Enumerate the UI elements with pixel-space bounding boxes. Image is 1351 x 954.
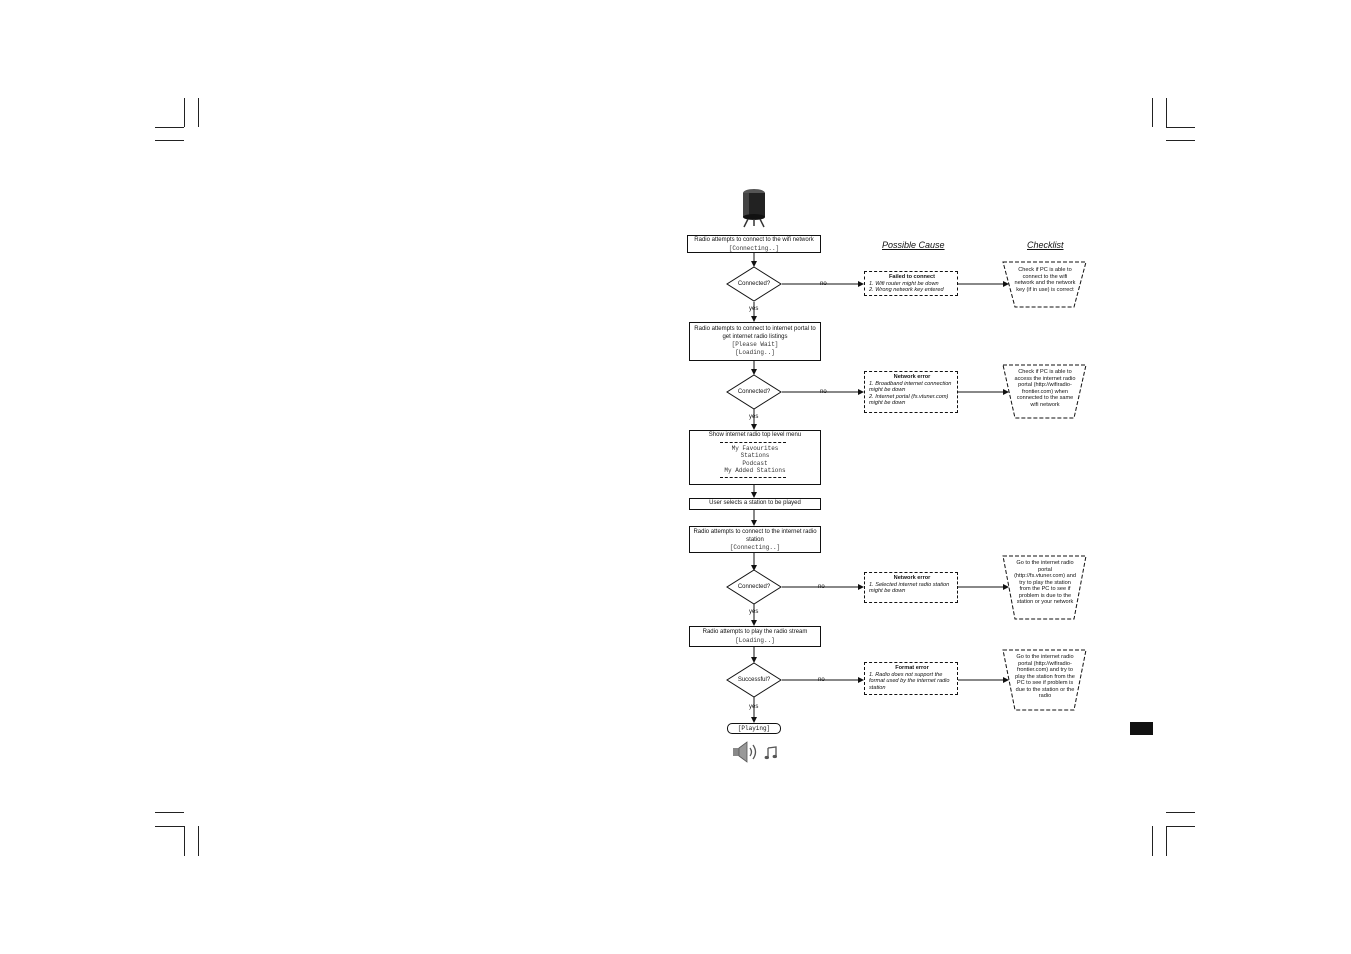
crop-mark xyxy=(155,812,184,813)
menu-divider xyxy=(720,441,786,443)
cause-title: Network error xyxy=(893,575,931,581)
speaker-icon xyxy=(733,741,757,763)
crop-mark xyxy=(198,826,199,856)
menu-item: My Favourites xyxy=(731,444,779,452)
step-connect-station: Radio attempts to connect to the interne… xyxy=(689,526,821,553)
decision-label: Connected? xyxy=(737,281,771,287)
cause-line: 2. Wrong network key entered xyxy=(869,287,944,294)
status-text: [Please Wait] xyxy=(731,341,779,349)
yes-label: yes xyxy=(749,609,759,615)
decision-diamond xyxy=(726,662,782,698)
menu-divider xyxy=(720,476,786,478)
step-text: Show internet radio top level menu xyxy=(708,432,802,438)
yes-label: yes xyxy=(749,704,759,710)
checklist-shape xyxy=(1002,261,1087,308)
crop-mark xyxy=(1166,812,1195,813)
decision-label: Connected? xyxy=(737,584,771,590)
no-label: no xyxy=(820,389,827,395)
no-label: no xyxy=(820,281,827,287)
checklist-text: Go to the internet radio portal (http://… xyxy=(1015,654,1075,699)
step-text: Radio attempts to connect to the interne… xyxy=(693,529,817,543)
cause-line: 1. Selected internet radio station might… xyxy=(869,581,950,595)
cause-line: 1. Wifi router might be down xyxy=(869,280,939,287)
cause-line: 2. Internet portal (fs.vtuner.com) might… xyxy=(869,393,949,407)
step-text: Radio attempts to play the radio stream xyxy=(702,629,808,635)
status-text: [Connecting..] xyxy=(728,244,780,252)
decision-label: Connected? xyxy=(737,389,771,395)
checklist-shape xyxy=(1002,555,1087,620)
crop-mark xyxy=(184,826,185,856)
crop-mark xyxy=(1166,826,1195,827)
crop-mark xyxy=(198,98,199,127)
cause-box: Network error 1. Selected internet radio… xyxy=(864,572,958,603)
checklist-shape xyxy=(1002,364,1087,419)
cause-title: Network error xyxy=(893,374,931,380)
crop-mark xyxy=(155,826,184,827)
crop-mark xyxy=(1152,98,1153,127)
page-tab xyxy=(1130,722,1153,735)
cause-box: Format error 1. Radio does not support t… xyxy=(864,662,958,695)
step-connect-portal: Radio attempts to connect to internet po… xyxy=(689,322,821,361)
step-connect-wifi: Radio attempts to connect to the wifi ne… xyxy=(687,235,821,253)
crop-mark xyxy=(1166,826,1167,856)
yes-label: yes xyxy=(749,306,759,312)
yes-label: yes xyxy=(749,414,759,420)
decision-diamond xyxy=(726,374,782,410)
possible-cause-header: Possible Cause xyxy=(882,240,945,250)
crop-mark xyxy=(1166,140,1195,141)
checklist-shape xyxy=(1002,649,1087,711)
menu-item: Podcast xyxy=(742,459,768,467)
crop-mark xyxy=(155,140,184,141)
cause-line: 1. Radio does not support the format use… xyxy=(869,671,950,691)
decision-label: Successful? xyxy=(737,677,771,683)
crop-mark xyxy=(1166,127,1195,128)
no-label: no xyxy=(818,584,825,590)
cause-title: Format error xyxy=(895,665,929,671)
cause-line: 1. Broadband internet connection might b… xyxy=(869,380,952,394)
status-text: [Connecting..] xyxy=(729,544,781,552)
no-label: no xyxy=(818,677,825,683)
cause-box: Network error 1. Broadband internet conn… xyxy=(864,371,958,413)
step-play-stream: Radio attempts to play the radio stream … xyxy=(689,626,821,647)
music-note-icon xyxy=(764,746,777,760)
step-user-selects: User selects a station to be played xyxy=(689,498,821,510)
step-text: User selects a station to be played xyxy=(709,500,801,506)
radio-device-icon xyxy=(743,189,765,228)
decision-diamond xyxy=(726,266,782,302)
checklist-text: Go to the internet radio portal (http://… xyxy=(1014,560,1076,605)
crop-mark xyxy=(1152,826,1153,856)
crop-mark xyxy=(1166,98,1167,127)
playing-terminal: [Playing] xyxy=(727,723,781,734)
step-text: Radio attempts to connect to the wifi ne… xyxy=(694,237,814,243)
crop-mark xyxy=(184,98,185,127)
cause-box: Failed to connect 1. Wifi router might b… xyxy=(864,271,958,296)
decision-diamond xyxy=(726,569,782,605)
checklist-header: Checklist xyxy=(1027,240,1064,250)
cause-title: Failed to connect xyxy=(889,274,935,280)
step-text: Radio attempts to connect to internet po… xyxy=(694,326,816,340)
checklist-text: Check if PC is able to connect to the wi… xyxy=(1014,267,1076,293)
step-top-level-menu: Show internet radio top level menu My Fa… xyxy=(689,430,821,485)
status-text: [Loading..] xyxy=(735,636,775,644)
crop-mark xyxy=(155,127,184,128)
status-text: [Loading..] xyxy=(735,348,775,356)
menu-item: Stations xyxy=(740,452,770,460)
menu-item: My Added Stations xyxy=(724,467,786,475)
checklist-text: Check if PC is able to access the intern… xyxy=(1014,369,1076,408)
